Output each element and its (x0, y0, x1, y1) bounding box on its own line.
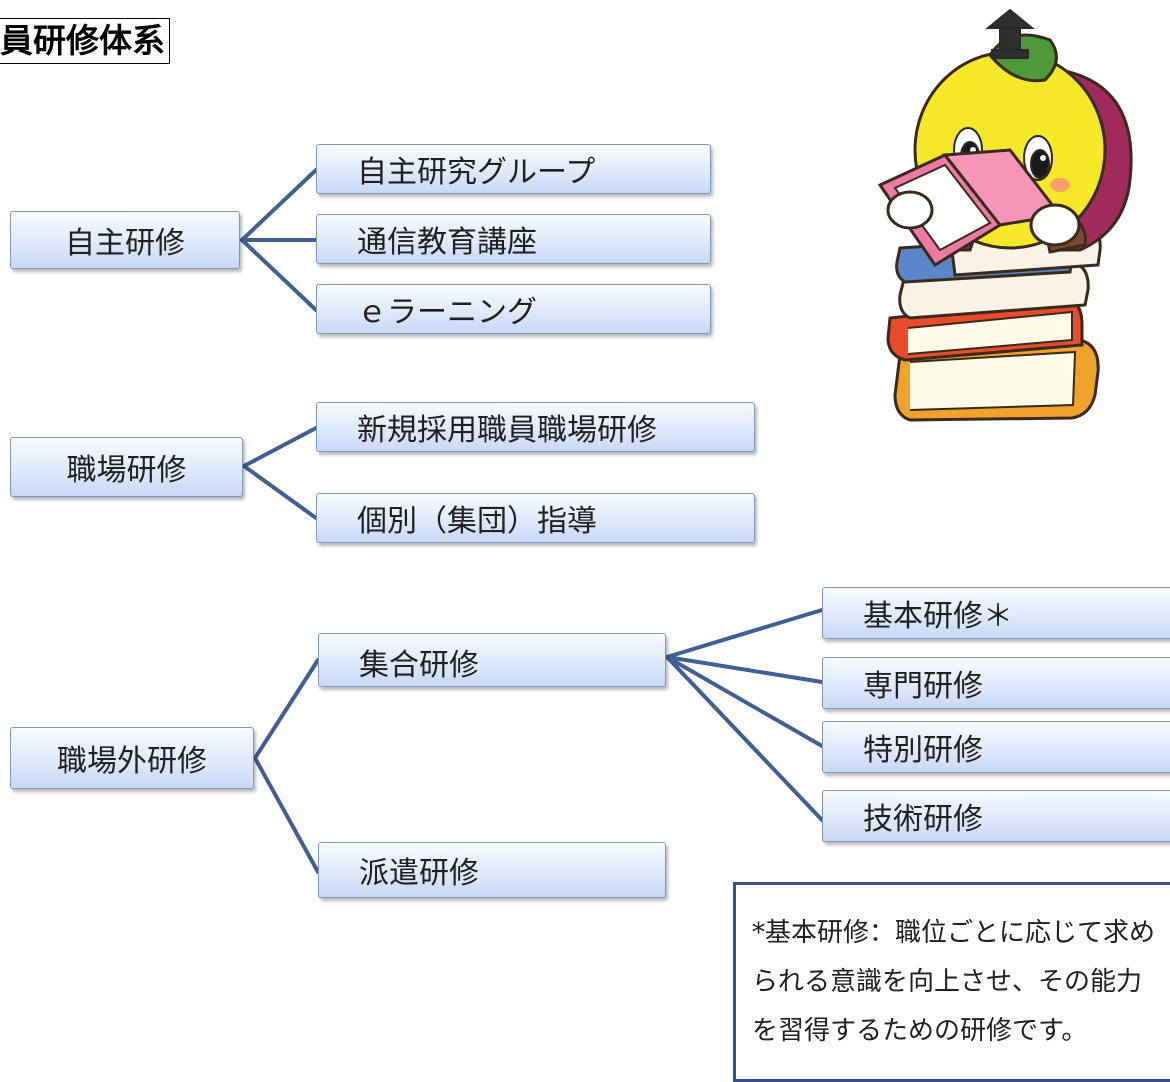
node-e-learning: ｅラーニング (316, 284, 711, 334)
node-voluntary-training: 自主研修 (10, 211, 240, 269)
mascot-icon (877, 8, 1133, 422)
basic-training-note: *基本研修：職位ごとに応じて求め られる意識を向上させ、その能力 を習得するため… (733, 882, 1170, 1082)
connector (665, 655, 824, 684)
connector (253, 658, 320, 760)
connector-lines (240, 168, 824, 874)
note-line: を習得するための研修です。 (752, 1016, 1088, 1046)
connector (240, 168, 318, 242)
connector (253, 756, 320, 874)
node-workplace-training: 職場研修 (10, 437, 243, 497)
node-new-employee-training: 新規採用職員職場研修 (316, 402, 755, 452)
node-technical-training: 技術研修 (822, 790, 1170, 842)
node-basic-training: 基本研修＊ (822, 587, 1170, 639)
connector (665, 655, 824, 748)
note-line: られる意識を向上させ、その能力 (752, 967, 1143, 997)
connector (240, 238, 318, 312)
page-title: 員研修体系 (0, 18, 170, 64)
node-special-training: 特別研修 (822, 721, 1170, 773)
connector (665, 608, 824, 659)
connector (242, 426, 318, 468)
note-line: *基本研修：職位ごとに応じて求め (752, 918, 1156, 948)
node-individual-guidance: 個別（集団）指導 (316, 493, 755, 543)
connector (242, 464, 318, 520)
node-correspondence-course: 通信教育講座 (316, 214, 711, 264)
node-offsite-training: 職場外研修 (10, 727, 254, 789)
node-self-study-group: 自主研究グループ (316, 144, 711, 194)
node-group-training: 集合研修 (318, 633, 666, 687)
node-dispatch-training: 派遣研修 (318, 842, 666, 898)
connector (665, 655, 824, 822)
node-specialized-training: 専門研修 (822, 657, 1170, 709)
